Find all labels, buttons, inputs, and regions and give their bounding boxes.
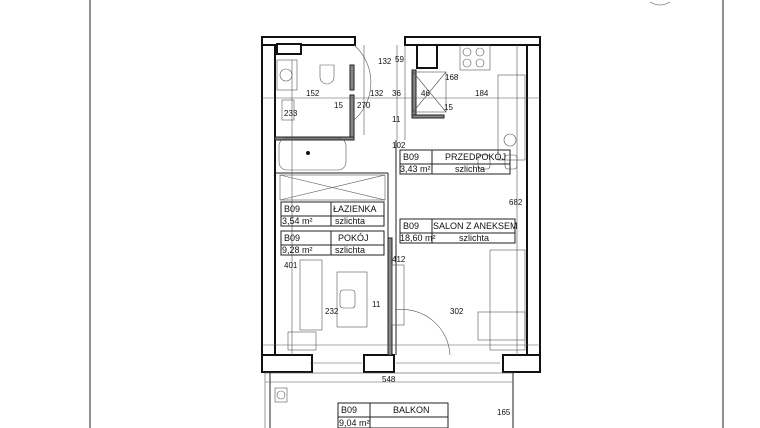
dim-232: 232	[325, 307, 339, 316]
dim-270: 270	[357, 101, 371, 110]
dim-59: 59	[395, 55, 404, 64]
rooms-0-area: 3,54 m²	[282, 216, 313, 226]
dim-102: 102	[392, 141, 406, 150]
rooms-1-name: POKÓJ	[338, 233, 369, 243]
dim-11-v: 11	[392, 115, 401, 124]
rooms-2-name: PRZEDPOKÓJ	[445, 152, 506, 162]
rooms-2-code: B09	[403, 152, 419, 162]
dim-152: 152	[306, 89, 320, 98]
rooms-3-name: SALON Z ANEKSEM	[433, 221, 518, 231]
dim-15-b: 15	[444, 103, 453, 112]
rooms-0-code: B09	[284, 204, 300, 214]
dim-302: 302	[450, 307, 464, 316]
room-label-pokoj: B09 POKÓJ 9,28 m² szlichta	[280, 230, 385, 256]
dim-165: 165	[497, 408, 511, 417]
room-label-lazienka: B09 ŁAZIENKA 3,54 m² szlichta	[280, 201, 385, 227]
room-label-salon: B09 SALON Z ANEKSEM 18,60 m² szlichta	[399, 218, 518, 244]
dim-401: 401	[284, 261, 298, 270]
dim-46: 46	[421, 89, 430, 98]
dimension-lines	[262, 45, 540, 383]
room-label-balkon: B09 BALKON 9,04 m²	[337, 402, 449, 428]
rooms-1-code: B09	[284, 233, 300, 243]
rooms-3-area: 18,60 m²	[400, 233, 436, 243]
fixtures	[276, 44, 526, 364]
rooms-3-code: B09	[403, 221, 419, 231]
rooms-2-area: 3,43 m²	[400, 164, 431, 174]
dim-233: 233	[284, 109, 298, 118]
rooms-4-code: B09	[341, 405, 357, 415]
rooms-3-finish: szlichta	[459, 233, 489, 243]
dim-184: 184	[475, 89, 489, 98]
dim-168: 168	[445, 73, 459, 82]
rooms-4-area: 9,04 m²	[339, 418, 370, 428]
dim-132-top: 132	[378, 57, 392, 66]
dim-36: 36	[392, 89, 401, 98]
dim-132: 132	[370, 89, 384, 98]
dim-548: 548	[382, 375, 396, 384]
north-marker-fragment	[649, 1, 671, 6]
dim-15-a: 15	[334, 101, 343, 110]
dim-11: 11	[372, 300, 381, 309]
rooms-4-name: BALKON	[393, 405, 430, 415]
rooms-0-finish: szlichta	[335, 216, 365, 226]
room-label-przedpokoj: B09 PRZEDPOKÓJ 3,43 m² szlichta	[399, 149, 511, 175]
rooms-1-area: 9,28 m²	[282, 245, 313, 255]
dim-412: 412	[392, 255, 406, 264]
rooms-1-finish: szlichta	[335, 245, 365, 255]
dimension-labels: 132 59 152 132 36 46 184 168 15 15 270 2…	[284, 55, 523, 417]
rooms-2-finish: szlichta	[455, 164, 485, 174]
rooms-0-name: ŁAZIENKA	[333, 204, 377, 214]
dim-682: 682	[509, 198, 523, 207]
